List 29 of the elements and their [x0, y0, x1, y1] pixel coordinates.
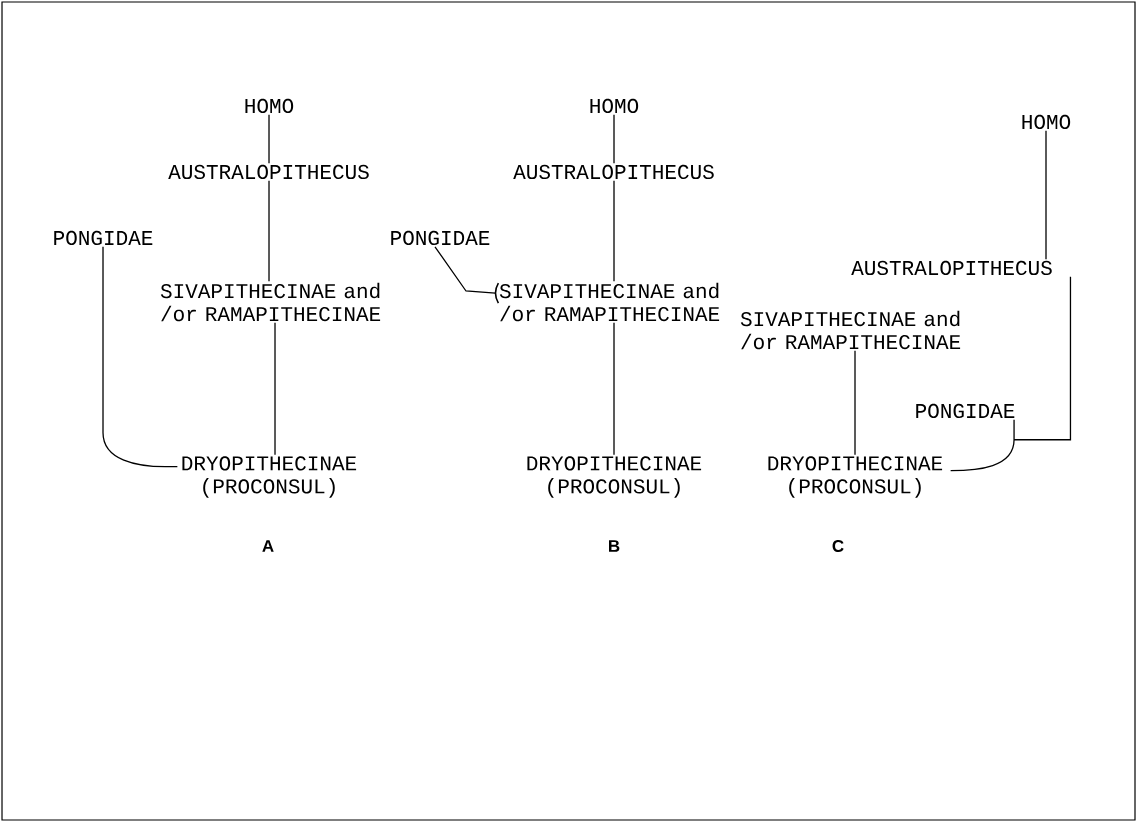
branch-line — [613, 322, 615, 456]
taxon-name: DRYOPITHECINAE (PROCONSUL) — [182, 456, 357, 498]
taxon-name: DRYOPITHECINAE (PROCONSUL) — [768, 456, 943, 498]
branch-line — [102, 246, 178, 468]
branch-line — [613, 114, 615, 164]
panel-label: C — [832, 539, 844, 552]
panel-label: A — [262, 540, 274, 552]
branch-line — [854, 350, 856, 456]
taxon-name: AUSTRALOPITHECUS — [513, 164, 714, 180]
branch-line — [434, 246, 496, 294]
taxon-name: SIVAPITHECINAE and /or RAMAPITHECINAE — [740, 310, 961, 350]
branch-line — [268, 180, 270, 282]
branch-line — [268, 114, 270, 164]
taxon-name: PONGIDAE — [391, 230, 490, 246]
branch-line — [950, 276, 1072, 472]
taxon-name: HOMO — [245, 98, 294, 114]
branch-line — [1045, 130, 1047, 260]
branch-line — [274, 322, 276, 456]
taxon-name: DRYOPITHECINAE (PROCONSUL) — [527, 456, 702, 498]
taxon-name: PONGIDAE — [54, 230, 153, 246]
taxon-name: HOMO — [1022, 114, 1071, 130]
taxon-name: AUSTRALOPITHECUS — [168, 164, 369, 180]
branch-line — [613, 180, 615, 282]
taxon-name: SIVAPITHECINAE and /or RAMAPITHECINAE — [160, 282, 381, 322]
panel-label: B — [609, 540, 620, 552]
taxon-name: SIVAPITHECINAE and /or RAMAPITHECINAE — [499, 282, 720, 322]
taxon-name: HOMO — [590, 98, 639, 114]
taxon-name: AUSTRALOPITHECUS — [851, 260, 1052, 276]
taxon-name: PONGIDAE — [916, 403, 1015, 419]
